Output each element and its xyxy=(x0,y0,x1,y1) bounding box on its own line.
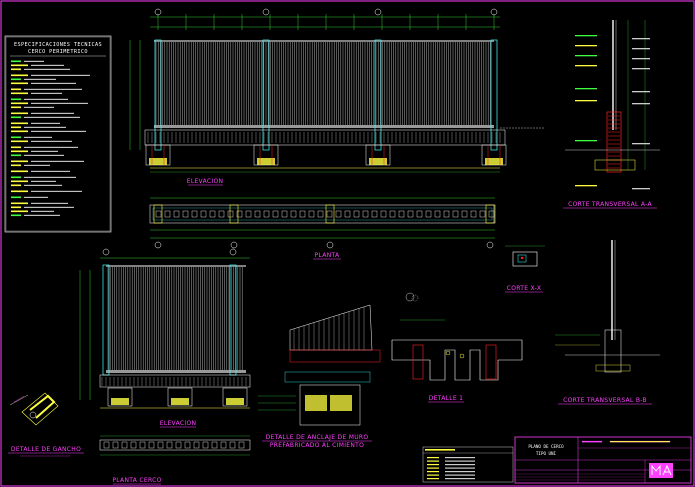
label-corte-xx: CORTE X-X xyxy=(507,285,542,292)
label-detalle-anclaje-l2: PREFABRICADO AL CIMIENTO xyxy=(270,442,364,449)
label-elevacion-bottom: ELEVACION xyxy=(160,420,197,427)
top-plan-drawing xyxy=(149,197,496,249)
title-block-line2: TIPO UNI xyxy=(536,451,557,456)
label-planta-cerco: PLANTA CERCO xyxy=(112,477,161,484)
label-elevacion-top: ELEVACION xyxy=(187,178,224,185)
label-planta-top: PLANTA xyxy=(315,252,340,259)
spec-box: ESPECIFICACIONES TECNICAS CERCO PERIMETR… xyxy=(4,35,112,233)
label-detalle-gancho: DETALLE DE GANCHO xyxy=(11,446,81,453)
detalle-gancho-drawing xyxy=(9,392,59,426)
label-detalle-anclaje-l1: DETALLE DE ANCLAJE DE MURO xyxy=(266,434,369,441)
notes-table xyxy=(422,446,514,483)
detalle-1-drawing xyxy=(391,292,523,381)
bottom-plan-drawing xyxy=(99,435,251,456)
title-block: PLANO DE CERCO TIPO UNI xyxy=(514,436,692,484)
title-block-line1: PLANO DE CERCO xyxy=(528,444,564,449)
corte-bb-drawing xyxy=(555,240,660,373)
bottom-elevation-drawing xyxy=(79,248,251,409)
corte-xx-drawing xyxy=(505,245,545,267)
top-elevation-drawing xyxy=(129,8,545,173)
spec-title-line1: ESPECIFICACIONES TECNICAS xyxy=(14,42,102,48)
detalle-anclaje-drawing xyxy=(258,304,381,426)
label-detalle-1: DETALLE 1 xyxy=(429,395,464,402)
corte-aa-drawing xyxy=(565,20,660,190)
spec-title-line2: CERCO PERIMETRICO xyxy=(28,49,88,55)
label-corte-aa: CORTE TRANSVERSAL A-A xyxy=(568,201,652,208)
label-corte-bb: CORTE TRANSVERSAL B-B xyxy=(563,397,647,404)
